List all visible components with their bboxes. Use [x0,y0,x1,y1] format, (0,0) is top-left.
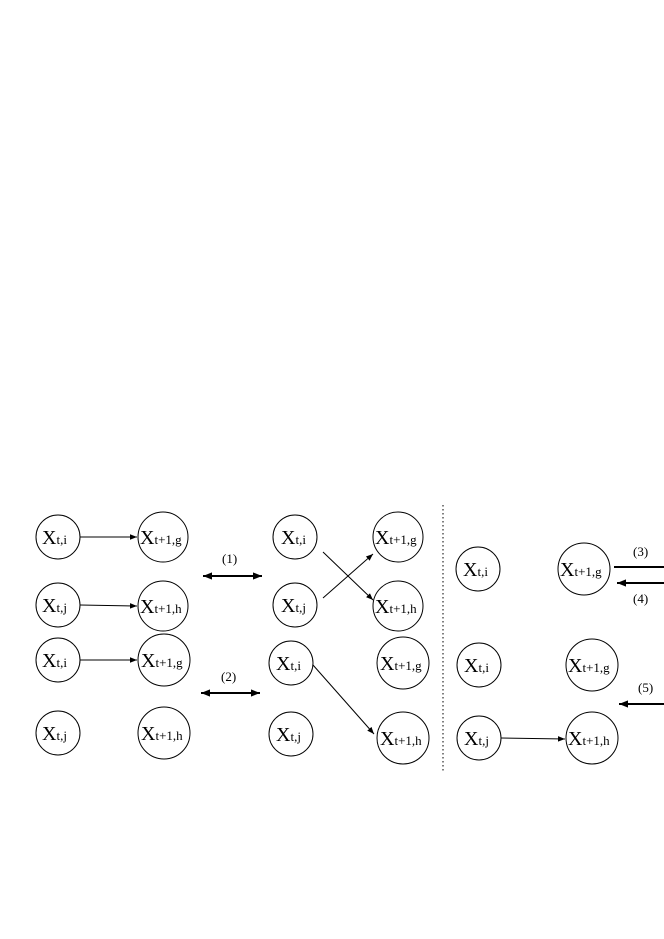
node-xti: Xt,i [272,514,318,560]
node-label: Xt+1,g [140,527,182,549]
node-label: Xt,i [42,527,67,549]
node-label: Xt+1,g [568,655,610,677]
node-label: Xt+1,g [141,650,183,672]
node-xti: Xt,i [268,640,314,686]
operation-label: (5) [638,680,653,695]
node-label: Xt,j [276,724,301,746]
node-circle [455,546,501,592]
node-circle [137,580,189,632]
node-label: Xt,i [464,655,489,677]
node-xh: Xt+1,h [565,711,619,765]
edge-j-to-h [500,736,566,742]
node-circle [565,638,619,692]
node-circle [137,511,189,563]
node-circle [137,706,191,760]
node-label: Xt,j [42,595,67,617]
operation-1: (1) [203,551,262,580]
operation-label: (2) [221,669,236,684]
node-xtj: Xt,j [272,582,318,628]
node-xg: Xt+1,g [137,633,191,687]
node-xh: Xt+1,h [137,706,191,760]
node-xti: Xt,i [35,514,81,560]
node-circle [456,642,502,688]
node-label: Xt,i [281,527,306,549]
node-label: Xt+1,g [380,653,422,675]
node-circle [376,636,430,690]
edge-j-to-g [322,553,374,599]
node-xg: Xt+1,g [376,636,430,690]
node-xh: Xt+1,h [137,580,189,632]
edge-i-to-h [312,664,375,735]
node-circle [268,640,314,686]
node-xh: Xt+1,h [372,580,424,632]
node-xg: Xt+1,g [557,542,611,596]
panel-b: Xt,i Xt,j Xt+1,g Xt+1,h [272,511,424,632]
node-circle [272,582,318,628]
node-circle [372,580,424,632]
panel-c: Xt,i Xt,j Xt+1,g Xt+1,h [35,633,191,760]
node-label: Xt,j [42,723,67,745]
node-xg: Xt+1,g [137,511,189,563]
node-label: Xt+1,g [375,527,417,549]
operation-label: (1) [222,551,237,566]
node-xtj: Xt,j [456,715,502,761]
node-xg: Xt+1,g [565,638,619,692]
node-label: Xt+1,h [140,596,182,618]
edge-j-to-h [79,603,138,609]
node-label: Xt,j [464,728,489,750]
node-label: Xt+1,h [380,728,422,750]
node-xtj: Xt,j [35,710,81,756]
node-label: Xt+1,g [560,559,602,581]
node-xtj: Xt,j [268,711,314,757]
panel-d: Xt,i Xt,j Xt+1,g Xt+1,h [268,636,430,765]
panel-f: Xt,i Xt,j Xt+1,g Xt+1,h [456,638,619,765]
node-circle [137,633,191,687]
node-circle [35,710,81,756]
operation-2: (2) [201,669,260,697]
node-xti: Xt,i [455,546,501,592]
operation-3: (3) [614,544,664,568]
node-label: Xt+1,h [141,723,183,745]
node-circle [268,711,314,757]
panel-e: Xt,i Xt+1,g [455,542,611,596]
node-label: Xt,i [463,559,488,581]
node-circle [372,511,424,563]
node-circle [272,514,318,560]
node-circle [565,711,619,765]
operation-4: (4) [617,579,664,606]
node-label: Xt+1,h [568,728,610,750]
node-label: Xt+1,h [375,596,417,618]
node-label: Xt,j [281,595,306,617]
node-circle [557,542,611,596]
node-xtj: Xt,j [35,582,81,628]
operation-label: (3) [633,544,648,559]
node-label: Xt,i [276,653,301,675]
operation-5: (5) [619,680,664,708]
operation-label: (4) [633,591,648,606]
node-xg: Xt+1,g [372,511,424,563]
node-circle [376,711,430,765]
node-xh: Xt+1,h [376,711,430,765]
node-xti: Xt,i [35,637,81,683]
node-label: Xt,i [42,650,67,672]
panel-a: Xt,i Xt,j Xt+1,g Xt+1,h [35,511,189,632]
node-xti: Xt,i [456,642,502,688]
